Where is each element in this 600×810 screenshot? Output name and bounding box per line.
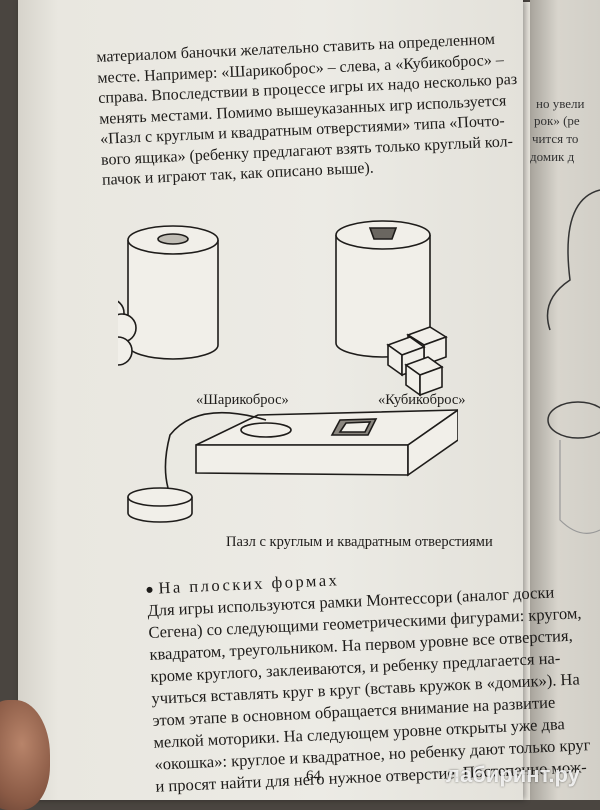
ball-drop-cylinder <box>127 225 219 360</box>
book-page: материалом баночки желательно ставить на… <box>18 0 591 800</box>
balls <box>118 300 137 366</box>
next-page-edge: но увели рок» (ре чится то домик д <box>530 0 600 800</box>
next-page-sketch <box>546 189 600 534</box>
caption-cube-drop: «Кубикоброс» <box>378 392 466 408</box>
watermark-logo: лабиринт.ру <box>446 762 580 787</box>
cube-drop-cylinder <box>335 220 431 358</box>
next-page-fragment: домик д <box>530 149 575 164</box>
top-paragraph: материалом баночки желательно ставить на… <box>96 28 538 191</box>
toy-illustration <box>118 220 458 523</box>
next-page-fragment: чится то <box>532 131 579 146</box>
puzzle-board <box>195 409 458 477</box>
bullet-icon <box>146 586 153 594</box>
caption-puzzle: Пазл с круглым и квадратным отверстиями <box>226 534 493 550</box>
next-page-fragment: рок» (ре <box>534 113 580 128</box>
page-number: 64 <box>306 768 321 784</box>
string <box>164 411 267 489</box>
caption-ball-drop: «Шарикоброс» <box>196 392 289 408</box>
round-peg <box>127 487 193 523</box>
next-page-fragment: но увели <box>536 96 585 111</box>
cubes <box>386 326 448 397</box>
